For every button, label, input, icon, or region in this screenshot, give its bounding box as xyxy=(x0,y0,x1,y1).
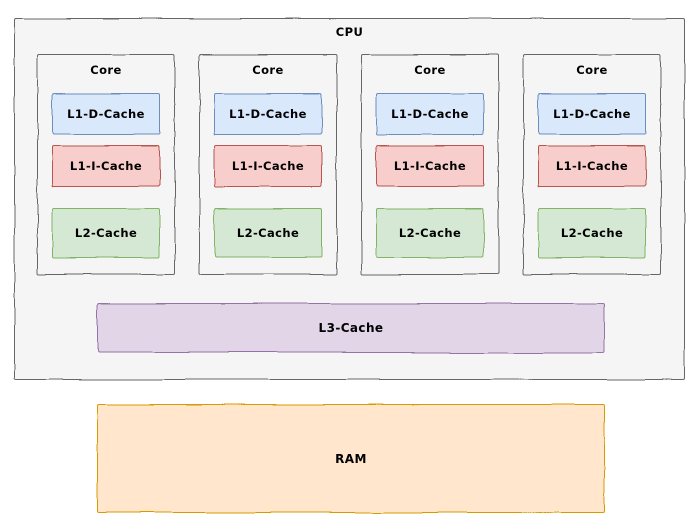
core-1-l1d-cache-label: L1-D-Cache xyxy=(67,107,145,121)
ram-block: RAM xyxy=(97,404,605,513)
core-3-l1i-cache: L1-I-Cache xyxy=(376,145,484,187)
core-3-l1i-cache-label: L1-I-Cache xyxy=(393,159,467,173)
ram-label: RAM xyxy=(335,451,367,466)
core-3-l2-cache: L2-Cache xyxy=(376,208,484,258)
core-4-l2-cache-label: L2-Cache xyxy=(560,226,624,240)
core-3-label: Core xyxy=(414,63,446,77)
core-1-l2-cache-label: L2-Cache xyxy=(74,226,138,240)
core-4-l1i-cache-label: L1-I-Cache xyxy=(555,159,629,173)
core-3-l2-cache-label: L2-Cache xyxy=(398,226,462,240)
core-4-l1d-cache: L1-D-Cache xyxy=(538,93,646,135)
cpu-block: CPU Core L1-D-Cache L1-I-Cache L2-Cache … xyxy=(14,18,685,380)
core-2-l1i-cache: L1-I-Cache xyxy=(214,145,322,187)
core-3-l1d-cache: L1-D-Cache xyxy=(376,93,484,135)
core-4-label: Core xyxy=(576,63,608,77)
core-1-l2-cache: L2-Cache xyxy=(52,208,160,258)
core-1-l1i-cache-label: L1-I-Cache xyxy=(69,159,143,173)
core-2-l1d-cache: L1-D-Cache xyxy=(214,93,322,135)
core-1-l1d-cache: L1-D-Cache xyxy=(52,93,160,135)
core-3-l1d-cache-label: L1-D-Cache xyxy=(391,107,469,121)
core-4-l2-cache: L2-Cache xyxy=(538,208,646,258)
core-2-l1i-cache-label: L1-I-Cache xyxy=(231,159,305,173)
core-1-l1i-cache: L1-I-Cache xyxy=(52,145,160,187)
core-block-3: Core L1-D-Cache L1-I-Cache L2-Cache xyxy=(361,54,499,275)
core-4-l1i-cache: L1-I-Cache xyxy=(538,145,646,187)
core-block-4: Core L1-D-Cache L1-I-Cache L2-Cache xyxy=(523,54,661,275)
core-2-label: Core xyxy=(252,63,284,77)
core-block-2: Core L1-D-Cache L1-I-Cache L2-Cache xyxy=(199,54,337,275)
core-2-l2-cache-label: L2-Cache xyxy=(236,226,300,240)
core-2-l1d-cache-label: L1-D-Cache xyxy=(229,107,307,121)
core-4-l1d-cache-label: L1-D-Cache xyxy=(553,107,631,121)
l3-cache-block: L3-Cache xyxy=(97,303,605,353)
core-1-label: Core xyxy=(90,63,122,77)
core-block-1: Core L1-D-Cache L1-I-Cache L2-Cache xyxy=(37,54,175,275)
core-2-l2-cache: L2-Cache xyxy=(214,208,322,258)
l3-cache-label: L3-Cache xyxy=(318,321,384,335)
cpu-label: CPU xyxy=(335,25,364,39)
